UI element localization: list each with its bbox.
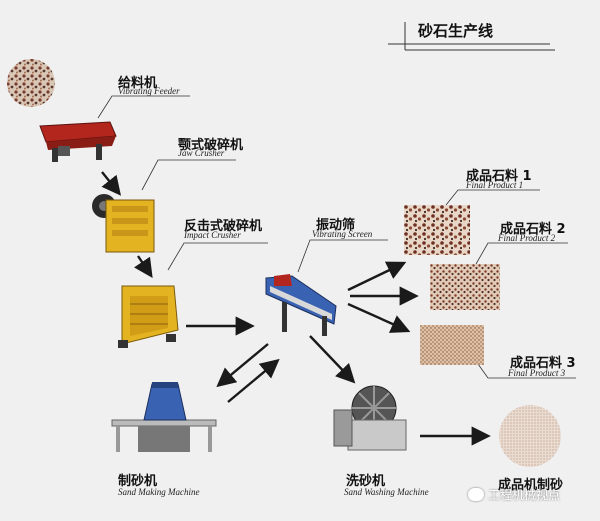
product-3-label-zh: 成品石料 3 [510,356,576,371]
product-2-texture [430,264,500,310]
impact-crusher-label-en: Impact Crusher [184,230,241,240]
jaw-crusher-label-en: Jaw Crusher [178,148,225,158]
final-sand-texture [499,405,561,467]
product-2-label-zh: 成品石料 2 [500,222,566,237]
jaw-crusher-drawing [92,194,155,253]
vibrating-screen-label-en: Vibrating Screen [312,229,373,239]
vibrating-screen-drawing [265,274,337,336]
sand-washing-drawing [333,385,407,451]
product-3-label-en: Final Product 3 [508,368,566,378]
impact-crusher-image [116,280,182,350]
arrow-feeder-to-jaw [101,171,121,196]
feeder-drawing [39,121,117,162]
vibrating-feeder-image [38,118,118,168]
product-3-image [420,325,484,365]
raw-stone-image [6,58,56,108]
product-2-image [430,264,500,310]
sand-washing-machine-image [332,384,408,454]
product-1-image [404,205,470,255]
sand-making-label-en: Sand Making Machine [118,487,200,497]
sand-making-label-zh: 制砂机 [118,474,158,489]
arrow-screen-to-washing [309,335,356,384]
final-sand-image [498,404,562,468]
impact-crusher-label-zh: 反击式破碎机 [184,219,263,234]
vibrating-screen-label-zh: 振动筛 [316,218,356,233]
arrow-screen-to-product3 [347,302,411,333]
wechat-icon [468,488,484,501]
arrow-screen-to-sandmaking [216,343,269,388]
sand-making-machine-image [108,380,220,458]
watermark: 工程机械视点 [468,486,560,503]
watermark-text: 工程机械视点 [488,488,561,502]
diagram-title: 砂石生产线 [418,22,494,40]
sand-making-drawing [111,382,217,452]
feeder-label-en: Vibrating Feeder [118,86,180,96]
arrow-screen-to-product1 [347,261,407,292]
product-1-texture [404,205,470,255]
feeder-label-zh: 给料机 [118,76,158,91]
impact-crusher-drawing [118,285,179,348]
final-sand-label-zh: 成品机制砂 [498,478,564,493]
product-3-texture [420,325,484,365]
arrow-jaw-to-impact [134,255,153,278]
sand-washing-label-en: Sand Washing Machine [344,487,429,497]
vibrating-screen-image [262,272,340,338]
jaw-crusher-image [92,190,160,256]
arrow-sandmaking-to-screen [227,358,280,403]
product-1-label-en: Final Product 1 [466,180,524,190]
sand-washing-label-zh: 洗砂机 [346,474,386,489]
raw-stone-texture [7,59,55,107]
product-1-label-zh: 成品石料 1 [466,169,532,184]
jaw-crusher-label-zh: 颚式破碎机 [178,138,244,153]
product-2-label-en: Final Product 2 [498,233,556,243]
